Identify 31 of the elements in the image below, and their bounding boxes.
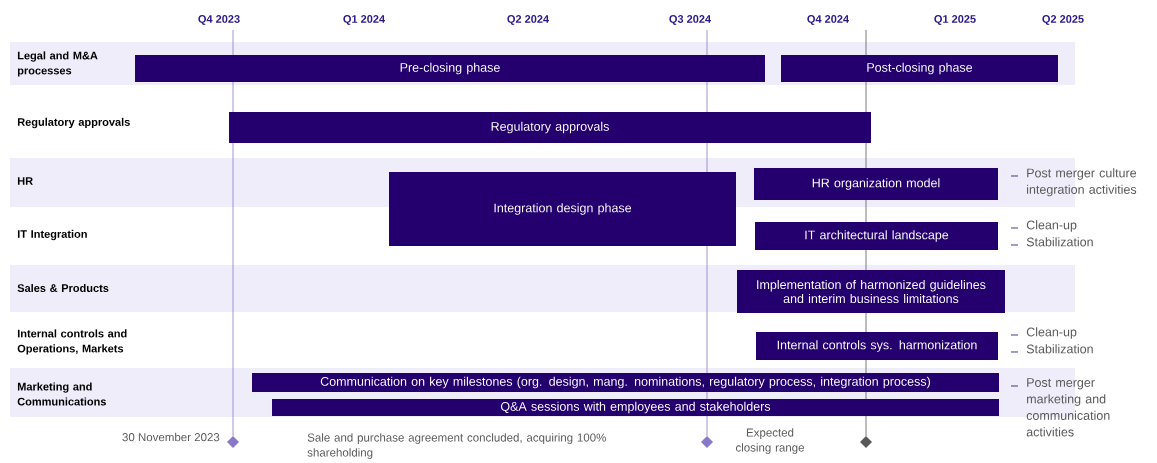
quarter-label: Q1 2025 [934, 15, 976, 25]
row-label: Internal controls and Operations, Markets [17, 329, 127, 355]
row-label: HR [17, 177, 33, 185]
phase-bar: Regulatory approvals [229, 112, 871, 143]
quarter-label: Q3 2024 [669, 15, 712, 25]
phase-bar: Pre-closing phase [135, 55, 765, 82]
phase-bar: Internal controls sys. harmonization [756, 332, 998, 360]
row-label: IT Integration [17, 229, 87, 241]
quarter-label: Q4 2023 [198, 15, 240, 25]
phase-bar: IT architectural landscape [755, 222, 998, 250]
quarter-label: Q1 2024 [343, 15, 386, 25]
phase-bar: Integration design phase [389, 172, 736, 246]
milestone-label: Sale and purchase agreement concluded, acquiring 100% shareholding [307, 433, 606, 459]
note-text: Post merger marketing and communication activities [1010, 378, 1110, 437]
phase-bar: Implementation of harmonized guidelines and interim business limitations [737, 270, 1005, 313]
quarter-label: Q4 2024 [807, 15, 849, 25]
row-label: Legal and M&A processes [17, 51, 98, 77]
row-label: Regulatory approvals [17, 117, 130, 129]
note-text: Clean-up [1010, 327, 1077, 339]
row-label: Sales & Products [17, 283, 109, 293]
quarter-label: Q2 2025 [1042, 15, 1084, 25]
milestone-label: 30 November 2023 [122, 432, 220, 442]
note-text: Stabilization [1010, 344, 1093, 354]
note-text: Stabilization [1010, 237, 1093, 247]
note-text: Clean-up [1010, 220, 1077, 232]
row-label: Marketing and Communications [17, 382, 106, 406]
milestone-label: Expected closing range [735, 428, 804, 454]
phase-bar: HR organization model [754, 168, 998, 200]
phase-bar: Post-closing phase [781, 55, 1058, 82]
quarter-label: Q2 2024 [507, 15, 550, 25]
note-text: Post merger culture integration activities [1010, 168, 1137, 197]
